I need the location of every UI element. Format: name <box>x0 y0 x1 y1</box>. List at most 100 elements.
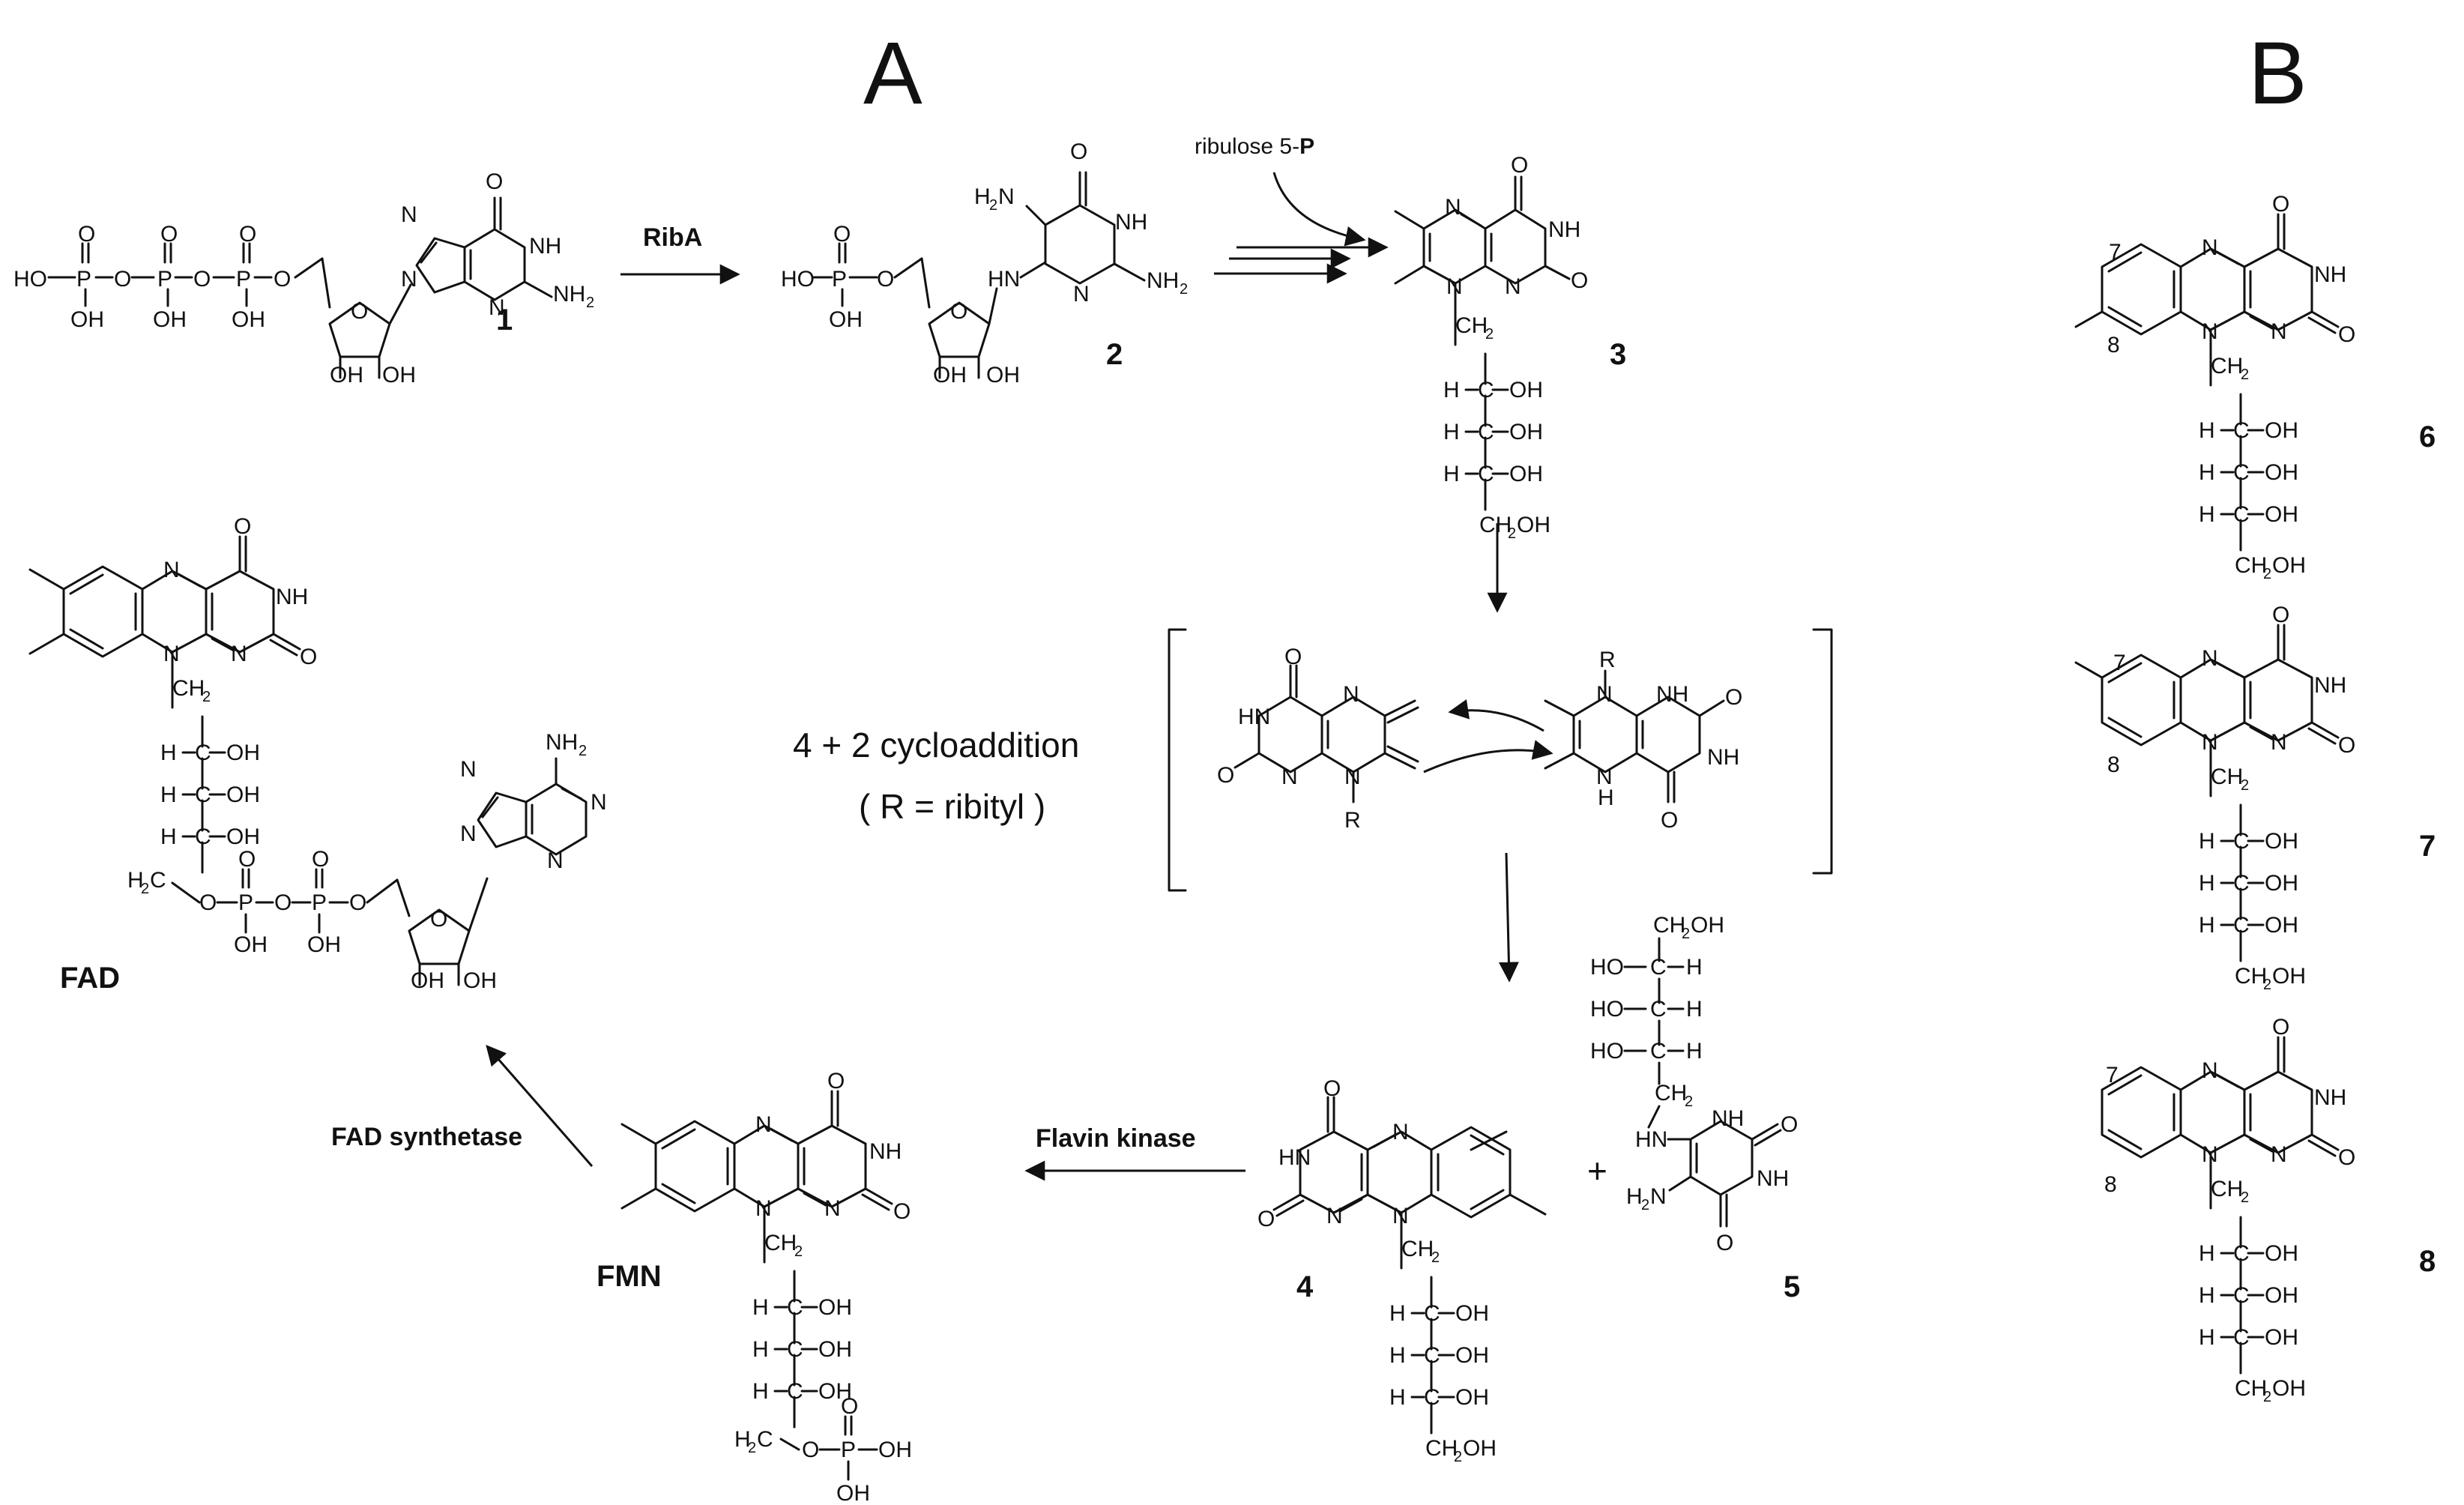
atom-label: O <box>2338 1145 2355 1170</box>
atom-label: 2 <box>2263 566 2271 582</box>
atom-label: HN <box>1238 705 1270 729</box>
atom-label: O <box>1070 139 1087 164</box>
atom-label: C <box>2233 418 2250 443</box>
atom-label: O <box>349 890 366 915</box>
atom-label: OH <box>1509 420 1543 444</box>
atom-label: C <box>2233 913 2250 938</box>
compound-number: 6 <box>2419 420 2436 453</box>
atom-label: OH <box>1517 513 1550 537</box>
position-label: 8 <box>2107 333 2120 358</box>
atom-label: OH <box>330 363 363 387</box>
panel-label-a: A <box>863 24 923 123</box>
atom-label: C <box>2233 460 2250 485</box>
atom-label: OH <box>1509 378 1543 402</box>
atom-label: 2 <box>1682 926 1690 942</box>
atom-label: H <box>1443 462 1460 486</box>
atom-label: O <box>2272 1015 2289 1040</box>
atom-label: H <box>752 1379 769 1404</box>
atom-label: H <box>2199 502 2215 527</box>
atom-label: O <box>1725 685 1742 710</box>
atom-label: O <box>833 222 851 247</box>
atom-label: O <box>1217 763 1234 788</box>
atom-label: N <box>1326 1204 1343 1228</box>
atom-label: N <box>547 848 564 873</box>
atom-label: H <box>2199 1283 2215 1308</box>
atom-label: O <box>274 890 292 915</box>
atom-label: H <box>2199 829 2215 854</box>
atom-label: N <box>460 757 477 782</box>
atom-label: C <box>2233 1325 2250 1350</box>
atom-label: N <box>1596 682 1613 707</box>
atom-label: C <box>1650 1039 1667 1064</box>
atom-label: CH <box>2211 354 2243 378</box>
atom-label: OH <box>382 363 416 387</box>
atom-label: 2 <box>989 197 997 214</box>
atom-label: O <box>827 1069 845 1094</box>
atom-label: CH <box>1455 313 1488 338</box>
atom-label: 2 <box>748 1440 756 1456</box>
atom-label: OH <box>232 307 265 332</box>
atom-label: N <box>401 267 417 292</box>
atom-label: N <box>591 790 607 815</box>
atom-label: R <box>1599 648 1616 672</box>
compound-8: 7 8 O NH O N N N CH 2 H C OH H C OH H C … <box>2101 1015 2436 1405</box>
atom-label: HN <box>1635 1127 1667 1152</box>
atom-label: OH <box>2272 553 2306 578</box>
atom-label: OH <box>1455 1343 1489 1368</box>
atom-label: 2 <box>2263 1389 2271 1405</box>
atom-label: R <box>1344 808 1361 833</box>
atom-label: N <box>1392 1120 1409 1144</box>
atom-label: OH <box>829 307 863 332</box>
atom-label: N <box>755 1196 772 1221</box>
atom-label: H <box>2199 460 2215 485</box>
atom-label: OH <box>1463 1436 1497 1461</box>
atom-label: N <box>2202 646 2218 671</box>
atom-label: N <box>401 202 417 227</box>
atom-label: H <box>1626 1184 1643 1209</box>
atom-label: N <box>2202 235 2218 260</box>
atom-label: P <box>76 267 91 292</box>
atom-label: CH <box>2235 964 2267 989</box>
atom-label: C <box>787 1295 803 1320</box>
compound-3-lumazine: N O NH O N N CH 2 H C OH H C OH H C OH C… <box>1394 153 1626 542</box>
atom-label: O <box>841 1394 858 1419</box>
atom-label: NH <box>553 282 585 307</box>
atom-label: OH <box>836 1481 870 1505</box>
atom-label: N <box>1596 764 1613 789</box>
atom-label: H <box>2199 1325 2215 1350</box>
atom-label: 2 <box>1431 1249 1440 1266</box>
atom-label: O <box>160 222 178 247</box>
enzyme-label-fad-synthetase: FAD synthetase <box>331 1123 522 1151</box>
atom-label: N <box>1281 764 1298 789</box>
atom-label: C <box>1478 462 1494 486</box>
cycloaddition-mechanism: 4 + 2 cycloaddition ( R = ribityl ) O HN… <box>793 628 1833 892</box>
atom-label: P <box>236 267 251 292</box>
atom-label: O <box>877 267 894 292</box>
atom-label: CH <box>2211 764 2243 789</box>
atom-label: P <box>841 1438 856 1462</box>
atom-label: OH <box>2272 1376 2306 1401</box>
compound-number: 8 <box>2419 1245 2436 1278</box>
atom-label: H <box>1389 1385 1406 1410</box>
ribulose-arrows: ribulose 5-P <box>1195 134 1389 284</box>
atom-label: C <box>195 741 211 765</box>
reaction-arrow <box>1498 852 1519 983</box>
atom-label: H <box>2199 871 2215 896</box>
atom-label: OH <box>226 741 260 765</box>
atom-label: H <box>1389 1343 1406 1368</box>
atom-label: NH <box>1757 1166 1789 1191</box>
atom-label: C <box>787 1379 803 1404</box>
atom-label: P <box>312 890 327 915</box>
atom-label: N <box>755 1112 772 1137</box>
atom-label: OH <box>153 307 187 332</box>
atom-label: OH <box>2265 460 2298 485</box>
atom-label: H <box>1443 420 1460 444</box>
atom-label: 2 <box>2241 367 2249 383</box>
atom-label: OH <box>226 782 260 807</box>
atom-label: CH <box>1425 1436 1458 1461</box>
atom-label: 2 <box>1485 326 1494 343</box>
atom-label: O <box>1661 808 1678 833</box>
atom-label: C <box>1650 997 1667 1022</box>
position-label: 7 <box>2109 240 2122 265</box>
atom-label: OH <box>234 932 268 957</box>
